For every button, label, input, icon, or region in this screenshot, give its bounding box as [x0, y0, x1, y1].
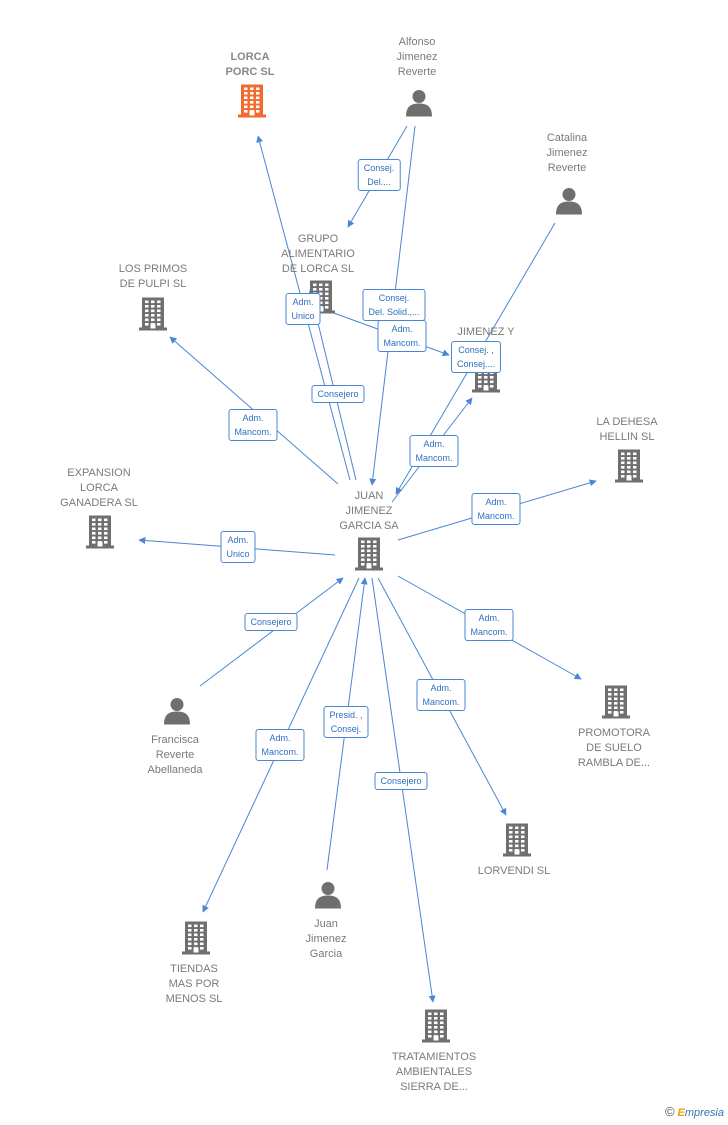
node-label-lorvendi[interactable]: LORVENDI SL: [477, 865, 551, 877]
edge-juan_jimenez_garcia_sa-to-tratamientos: [371, 577, 436, 1003]
company-icon-los_primos[interactable]: [138, 297, 168, 336]
company-icon-tiendas[interactable]: [181, 921, 211, 960]
edge-label-e1[interactable]: Consejero: [311, 385, 365, 403]
edge-francisca-to-juan_jimenez_garcia_sa: [199, 577, 344, 687]
person-icon-juan_jimenez_garcia[interactable]: [314, 881, 342, 914]
edge-label-e7[interactable]: Adm.Mancom.: [377, 320, 427, 352]
edge-label-e15[interactable]: Adm.Mancom.: [255, 729, 305, 761]
copyright-icon: ©: [664, 1104, 675, 1119]
edge-label-e4[interactable]: Adm.Mancom.: [409, 435, 459, 467]
edge-label-e6[interactable]: Adm.Mancom.: [228, 409, 278, 441]
company-icon-juan_jimenez_garcia_sa[interactable]: [354, 537, 384, 576]
brand-initial: E: [677, 1107, 685, 1119]
edge-label-e9[interactable]: Adm.Mancom.: [471, 493, 521, 525]
company-icon-lorca_porc[interactable]: [237, 84, 267, 123]
company-icon-lorvendi[interactable]: [502, 823, 532, 862]
brand-name: mpresia: [684, 1107, 724, 1119]
person-icon-catalina[interactable]: [555, 187, 583, 220]
edge-label-e2[interactable]: Consej.Del....: [357, 159, 401, 191]
edge-label-e10[interactable]: Adm.Unico: [220, 531, 256, 563]
company-icon-la_dehesa[interactable]: [614, 449, 644, 488]
edge-label-e16[interactable]: Consejero: [374, 772, 428, 790]
company-icon-tratamientos[interactable]: [421, 1009, 451, 1048]
company-icon-promotora[interactable]: [601, 685, 631, 724]
brand-logo: ©Empresia: [665, 1104, 724, 1119]
edge-label-e12[interactable]: Adm.Mancom.: [464, 609, 514, 641]
edge-label-e11[interactable]: Consejero: [244, 613, 298, 631]
company-icon-expansion[interactable]: [85, 515, 115, 554]
edge-label-e8[interactable]: Consej. ,Consej....: [450, 341, 502, 373]
edge-label-e3[interactable]: Consej.Del. Solid.,...: [362, 289, 426, 321]
edge-label-e14[interactable]: Presid. ,Consej.: [323, 706, 369, 738]
person-icon-alfonso[interactable]: [405, 89, 433, 122]
edge-label-e13[interactable]: Adm.Mancom.: [416, 679, 466, 711]
edge-label-e5[interactable]: Adm.Unico: [285, 293, 321, 325]
person-icon-francisca[interactable]: [163, 697, 191, 730]
